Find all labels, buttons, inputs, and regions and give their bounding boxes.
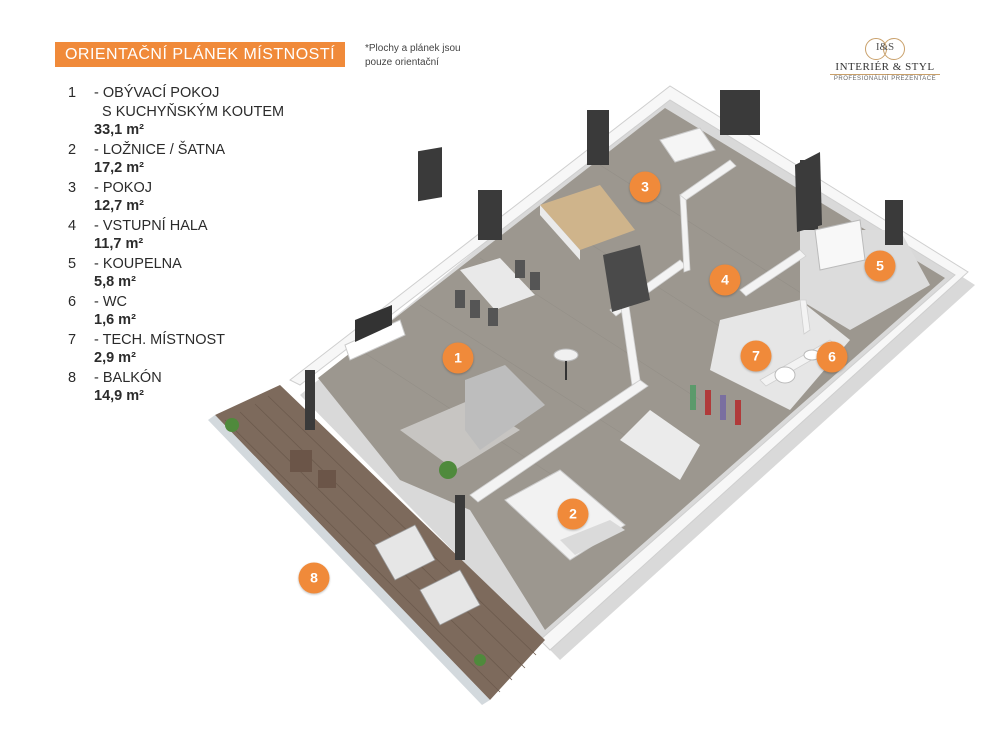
balcony-furniture: [290, 450, 336, 488]
page-title: ORIENTAČNÍ PLÁNEK MÍSTNOSTÍ: [55, 42, 345, 67]
legend-number: 6: [68, 293, 77, 310]
logo-brand: INTERIÉR & STYL: [835, 61, 935, 73]
kitchen-cabinets: [540, 205, 580, 260]
logo-monogram: I&S: [863, 38, 907, 60]
legend-room-name: - BALKÓN: [94, 369, 162, 386]
fridge: [603, 245, 650, 312]
legend-item-6: 6 - WC 1,6 m²: [68, 293, 284, 330]
wc-tech-floor: [710, 300, 850, 410]
legend-item-8: 8 - BALKÓN 14,9 m²: [68, 369, 284, 406]
desk: [659, 127, 716, 163]
legend-item-1: 1 - OBÝVACÍ POKOJ S KUCHYŇSKÝM KOUTEM 33,…: [68, 84, 284, 140]
logo-monogram-text: I&S: [875, 41, 895, 53]
sun-loungers: [374, 524, 481, 626]
legend-number: 7: [68, 331, 77, 348]
legend-room-area: 17,2 m²: [94, 160, 144, 176]
room-marker-6: 6: [816, 341, 848, 373]
legend-number: 5: [68, 255, 77, 272]
logo-tagline: PROFESIONÁLNÍ PREZENTACE: [830, 74, 940, 82]
room-marker-5: 5: [864, 250, 896, 282]
floor-lamp: [553, 348, 579, 362]
bed-pillows: [560, 520, 625, 555]
legend-item-2: 2 - LOŽNICE / ŠATNA 17,2 m²: [68, 141, 284, 178]
tv-screen: [355, 305, 392, 342]
room-marker-4: 4: [709, 264, 741, 296]
legend-room-name: - POKOJ: [94, 179, 153, 196]
legend-number: 1: [68, 85, 77, 101]
room-marker-3: 3: [629, 171, 661, 203]
note-line-1: *Plochy a plánek jsou: [365, 43, 461, 54]
washer: [774, 366, 796, 384]
legend-room-name: - KOUPELNA: [94, 255, 182, 272]
legend-room-name-cont: S KUCHYŇSKÝM KOUTEM: [102, 103, 285, 120]
windows: [305, 90, 903, 560]
legend-room-area: 5,8 m²: [94, 274, 136, 290]
legend-item-7: 7 - TECH. MÍSTNOST 2,9 m²: [68, 331, 284, 368]
legend-room-name: - LOŽNICE / ŠATNA: [94, 141, 226, 158]
legend-room-area: 33,1 m²: [94, 122, 144, 138]
room-marker-2: 2: [557, 498, 589, 530]
legend-item-4: 4 - VSTUPNÍ HALA 11,7 m²: [68, 217, 284, 254]
legend-item-3: 3 - POKOJ 12,7 m²: [68, 179, 284, 216]
disclaimer-note: *Plochy a plánek jsou pouze orientační: [365, 42, 485, 70]
legend-room-area: 12,7 m²: [94, 198, 144, 214]
dining-table: [460, 258, 535, 310]
legend-item-5: 5 - KOUPELNA 5,8 m²: [68, 255, 284, 292]
legend-room-name: - OBÝVACÍ POKOJ: [94, 85, 220, 101]
wardrobe: [620, 410, 700, 480]
legend-room-name: - TECH. MÍSTNOST: [94, 331, 226, 348]
sofa: [465, 365, 545, 450]
legend-room-area: 11,7 m²: [94, 236, 144, 252]
legend-number: 8: [68, 369, 77, 386]
dining-chairs: [455, 260, 540, 326]
room-legend: 1 - OBÝVACÍ POKOJ S KUCHYŇSKÝM KOUTEM 33,…: [68, 84, 284, 407]
entrance-door: [795, 152, 822, 232]
kitchen-counter: [540, 185, 635, 250]
room-marker-1: 1: [442, 342, 474, 374]
clothes-rack: [690, 385, 741, 425]
room-marker-7: 7: [740, 340, 772, 372]
legend-room-name: - VSTUPNÍ HALA: [94, 217, 208, 234]
company-logo: I&S INTERIÉR & STYL PROFESIONÁLNÍ PREZEN…: [830, 38, 940, 83]
legend-number: 3: [68, 179, 77, 196]
plants: [225, 418, 486, 666]
legend-number: 2: [68, 141, 77, 158]
legend-room-area: 14,9 m²: [94, 388, 144, 404]
balcony-railing: [208, 415, 490, 705]
legend-number: 4: [68, 217, 77, 234]
legend-room-area: 1,6 m²: [94, 312, 136, 328]
note-line-2: pouze orientační: [365, 57, 439, 68]
legend-room-area: 2,9 m²: [94, 350, 136, 366]
room-marker-8: 8: [298, 562, 330, 594]
legend-room-name: - WC: [94, 293, 128, 310]
